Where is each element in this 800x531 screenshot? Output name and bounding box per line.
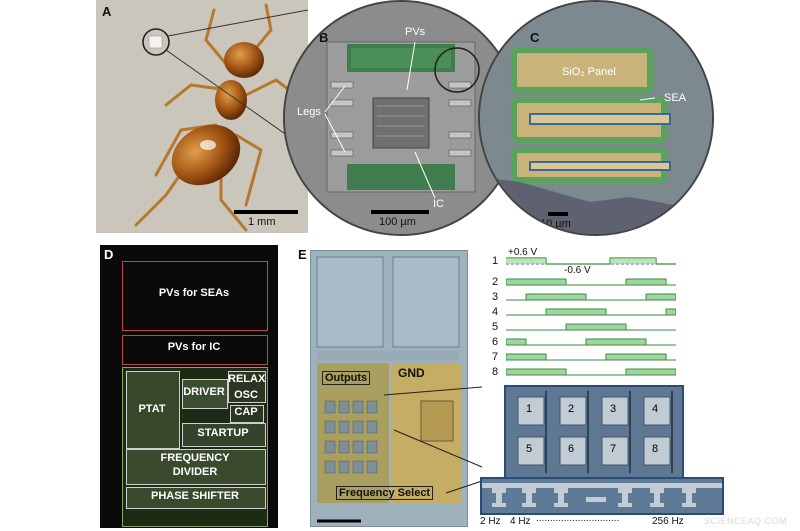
wave-label: 8 — [492, 366, 499, 378]
divider-label: DIVIDER — [172, 466, 218, 478]
panel-b-letter: B — [319, 30, 329, 45]
freq-dots: .............................. — [536, 513, 620, 524]
panel-c-letter: C — [530, 30, 540, 45]
pvs-for-ic-label: PVs for IC — [167, 341, 221, 353]
freq-min-label: 2 Hz — [480, 516, 501, 527]
phase-shifter-block — [126, 487, 266, 509]
driver-block — [182, 379, 228, 409]
ic-chip-illustration — [316, 256, 461, 523]
pvs-for-seas-block — [122, 261, 268, 331]
cap-label: CAP — [234, 406, 258, 418]
watermark: SCIENCEAQ.COM — [704, 516, 788, 526]
voltage-high-label: +0.6 V — [508, 247, 538, 258]
pad-label: 8 — [652, 443, 659, 455]
pvs-for-ic-block — [122, 335, 268, 365]
ant-illustration — [96, 0, 308, 233]
legs-label: Legs — [297, 106, 321, 118]
gnd-label: GND — [398, 366, 425, 380]
pad-label: 4 — [652, 403, 659, 415]
panel-e-letter: E — [298, 247, 307, 262]
panel-a-ant-photo: A 1 mm — [96, 0, 308, 233]
frequency-label: FREQUENCY — [160, 452, 230, 464]
freq-mid-label: 4 Hz — [510, 516, 531, 527]
pad-label: 7 — [610, 443, 617, 455]
panel-a-letter: A — [102, 4, 112, 19]
wave-label: 2 — [492, 276, 499, 288]
osc-label: OSC — [234, 389, 258, 401]
pad-label: 5 — [526, 443, 533, 455]
pad-label: 3 — [610, 403, 617, 415]
pad-label: 2 — [568, 403, 575, 415]
phase-waveforms — [506, 257, 676, 376]
wave-label: 4 — [492, 306, 499, 318]
frequency-select-strip — [480, 477, 724, 515]
panel-c-sea-closeup: C SiO₂ Panel SEA 10 µm — [478, 0, 714, 236]
wave-label: 1 — [492, 255, 499, 267]
wave-label: 7 — [492, 351, 499, 363]
output-pads-illustration — [517, 391, 673, 473]
pvs-label: PVs — [405, 26, 426, 38]
frequency-divider-block — [126, 449, 266, 485]
sea-panel-illustration — [480, 2, 712, 234]
ic-label: IC — [433, 198, 444, 210]
callout-lines — [383, 386, 483, 494]
pad-label: 1 — [526, 403, 533, 415]
voltage-low-label: -0.6 V — [564, 265, 591, 276]
pad-label: 6 — [568, 443, 575, 455]
ptat-block — [126, 371, 180, 449]
freq-max-label: 256 Hz — [652, 516, 684, 527]
panel-b-scale-label: 100 µm — [379, 216, 416, 228]
startup-block — [182, 423, 266, 447]
driver-label: DRIVER — [183, 386, 225, 398]
panel-e-chip-and-waveforms: E Outputs GND Frequency Select — [296, 245, 794, 530]
wave-label: 6 — [492, 336, 499, 348]
output-pads-closeup: 1 2 3 4 5 6 7 8 — [504, 385, 684, 481]
sea-label: SEA — [664, 92, 687, 104]
panel-d-letter: D — [104, 247, 114, 262]
frequency-select-illustration — [482, 483, 722, 507]
wave-label: 3 — [492, 291, 499, 303]
outputs-label: Outputs — [322, 371, 371, 385]
phase-shifter-label: PHASE SHIFTER — [150, 490, 239, 502]
relax-label: RELAX — [228, 373, 266, 385]
ic-chip-photo — [310, 250, 468, 527]
panel-c-scale-label: 10 µm — [540, 218, 571, 230]
frequency-select-label: Frequency Select — [336, 486, 434, 500]
sio2-panel-label: SiO₂ Panel — [562, 66, 616, 78]
cap-block — [230, 405, 264, 423]
startup-label: STARTUP — [197, 427, 249, 439]
relax-osc-block — [228, 371, 266, 403]
panel-a-scale-label: 1 mm — [248, 216, 276, 228]
ptat-label: PTAT — [138, 403, 166, 415]
wave-label: 5 — [492, 321, 499, 333]
pvs-for-seas-label: PVs for SEAs — [158, 287, 230, 299]
panel-d-chip-layout: D PVs for SEAs PVs for IC PTAT DRIVER RE… — [100, 245, 278, 528]
